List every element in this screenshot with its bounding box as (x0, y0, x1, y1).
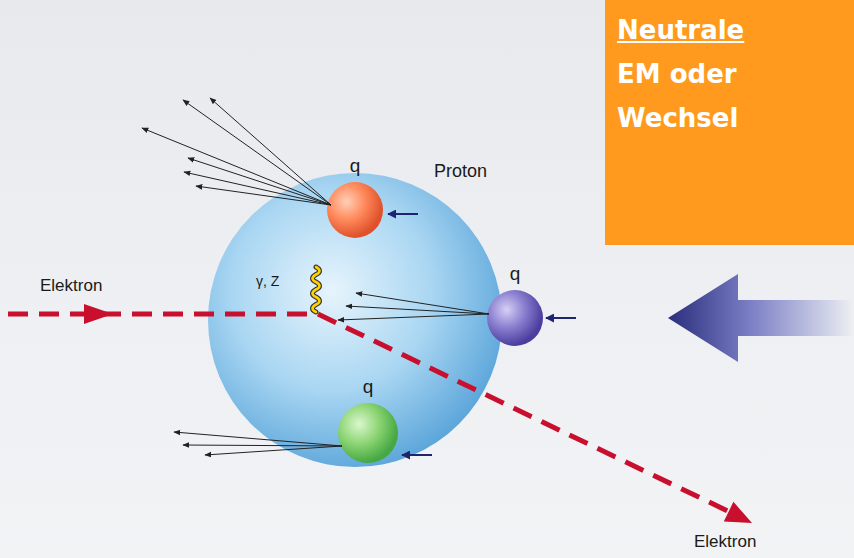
quark-motion-arrows (388, 214, 576, 455)
electron-track (8, 312, 318, 317)
box-body: EM oder Wechsel (617, 52, 807, 140)
quark-label: q (338, 376, 398, 399)
electron-track (318, 314, 736, 515)
info-box: NeutraleEM oder Wechsel (605, 0, 854, 245)
box-heading: Neutrale (617, 8, 842, 52)
quark-label: q (487, 263, 543, 286)
particle-label: Elektron (40, 276, 102, 296)
quark-sphere: q (327, 182, 383, 238)
particle-label: Elektron (694, 532, 756, 552)
quark-sphere-outline (338, 403, 398, 463)
electron-arrowhead (724, 502, 752, 523)
boson-label: γ, Z (256, 273, 279, 289)
incoming-arrow (668, 274, 854, 362)
quark-sphere-outline (327, 182, 383, 238)
boson-wave (313, 267, 320, 312)
quark-sphere: q (487, 290, 543, 346)
quark-sphere-outline (487, 290, 543, 346)
electron-arrowhead (84, 304, 113, 324)
proton-sphere: Protonqqq (208, 173, 502, 467)
boson-wave (313, 267, 320, 312)
quark-label: q (327, 155, 383, 178)
quark-sphere: q (338, 403, 398, 463)
sphere-label: Proton (434, 161, 487, 183)
fragment-lines (142, 98, 489, 455)
